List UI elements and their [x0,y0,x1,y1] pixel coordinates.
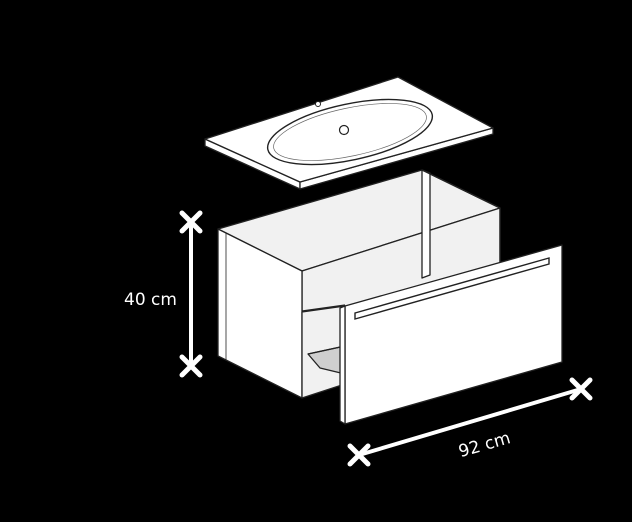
washbasin [204,76,494,190]
x-mark-icon [569,377,593,401]
x-mark-icon [179,354,203,378]
height-label: 40 cm [124,290,177,310]
drawer-inner-mid-edge [307,345,346,355]
tap-hole-icon [315,101,321,107]
drawer-inner-top-edge [301,304,346,312]
sink-bowl-inner-rim [273,103,427,161]
x-mark-icon [179,210,203,234]
cabinet-top-right-edge [421,169,501,209]
x-mark-icon [347,443,371,467]
width-label: 92 cm [456,428,512,462]
sink-bowl [266,98,434,166]
drawer-handle [354,257,550,320]
cabinet [217,169,563,425]
cabinet-right-edge [421,169,431,279]
height-dimension: 40 cm [124,210,203,378]
width-dimension-line [358,387,582,457]
drawer-front-edge [339,305,346,425]
drain-icon [338,124,350,136]
